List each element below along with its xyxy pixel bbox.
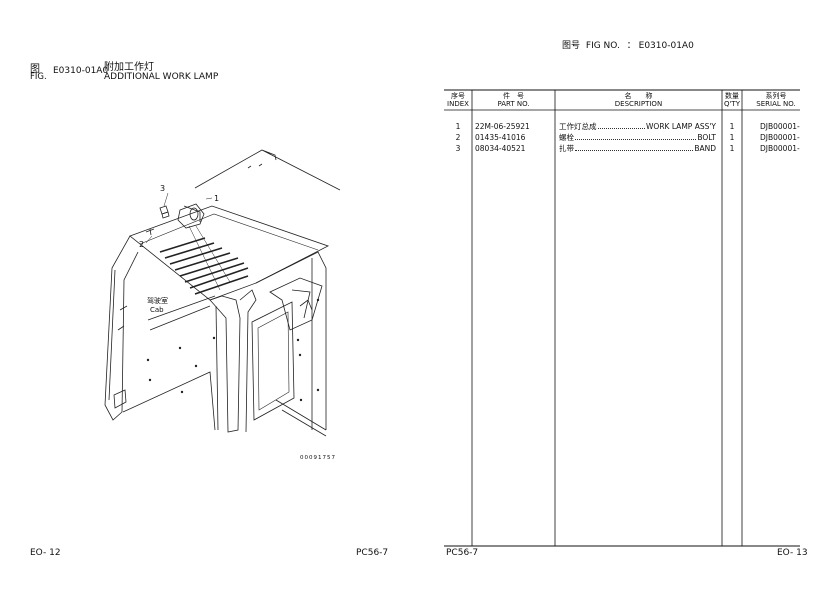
header-part-no-cn: 件 号 bbox=[503, 92, 524, 100]
cab-label-cn: 驾驶室 bbox=[147, 297, 168, 305]
right-model: PC56-7 bbox=[446, 548, 479, 558]
row-description: 工作灯总成 WORK LAMP ASS'Y bbox=[559, 122, 716, 132]
row-part-no: 22M-06-25921 bbox=[475, 122, 530, 131]
fig-label-en: FIG. bbox=[30, 72, 47, 82]
fig-no-en: FIG NO. bbox=[585, 41, 620, 51]
leader-dots bbox=[597, 122, 645, 129]
fig-no-cn: 图号 bbox=[562, 41, 581, 51]
row-qty: 1 bbox=[729, 133, 735, 142]
row-part-no: 01435-41016 bbox=[475, 133, 526, 142]
header-index-cn: 序号 bbox=[451, 92, 465, 100]
row-qty: 1 bbox=[729, 144, 735, 153]
title-cn: 附加工作灯 bbox=[104, 62, 154, 73]
header-description-cn: 名 称 bbox=[624, 92, 653, 100]
fig-no-header: 图号 FIG NO. ： E0310-01A0 bbox=[562, 38, 694, 51]
header-qty-cn: 数量 bbox=[725, 92, 739, 100]
left-model: PC56-7 bbox=[356, 548, 389, 558]
row-qty: 1 bbox=[729, 122, 735, 131]
callout-1: 1 bbox=[214, 194, 220, 203]
header-serial-en: SERIAL NO. bbox=[756, 100, 796, 108]
row-desc-cn: 螺栓 bbox=[559, 133, 574, 142]
row-index: 2 bbox=[455, 133, 461, 142]
row-desc-en: BOLT bbox=[697, 133, 716, 142]
leader-dots bbox=[575, 133, 697, 140]
callout-3: 3 bbox=[160, 184, 166, 193]
fig-no-value: E0310-01A0 bbox=[638, 41, 694, 51]
header-qty: 数量 Q'TY bbox=[722, 92, 742, 108]
fig-code: E0310-01A0 bbox=[53, 66, 109, 76]
row-description: 扎带 BAND bbox=[559, 144, 716, 154]
leader-dots bbox=[575, 144, 694, 151]
table-row: 3 08034-40521 扎带 BAND 1 DJB00001- bbox=[444, 144, 810, 155]
header-index-en: INDEX bbox=[447, 100, 469, 108]
row-serial: DJB00001- bbox=[760, 133, 800, 142]
right-page-number: EO- 13 bbox=[777, 548, 808, 558]
row-desc-en: WORK LAMP ASS'Y bbox=[646, 122, 716, 131]
callout-2: 2 bbox=[139, 240, 145, 249]
title-en: ADDITIONAL WORK LAMP bbox=[104, 72, 219, 82]
header-index: 序号 INDEX bbox=[444, 92, 472, 108]
header-part-no-en: PART NO. bbox=[497, 100, 530, 108]
cab-label-en: Cab bbox=[150, 306, 164, 314]
row-index: 1 bbox=[455, 122, 461, 131]
fig-label-cn: 图 bbox=[30, 64, 40, 75]
row-part-no: 08034-40521 bbox=[475, 144, 526, 153]
header-part-no: 件 号 PART NO. bbox=[472, 92, 555, 108]
row-description: 螺栓 BOLT bbox=[559, 133, 716, 143]
parts-table-body: 1 22M-06-25921 工作灯总成 WORK LAMP ASS'Y 1 D… bbox=[444, 122, 810, 155]
table-row: 1 22M-06-25921 工作灯总成 WORK LAMP ASS'Y 1 D… bbox=[444, 122, 810, 133]
row-desc-en: BAND bbox=[694, 144, 716, 153]
drawing-code: 00091757 bbox=[300, 455, 336, 461]
row-index: 3 bbox=[455, 144, 461, 153]
header-serial: 系列号 SERIAL NO. bbox=[742, 92, 810, 108]
header-description-en: DESCRIPTION bbox=[614, 100, 663, 108]
table-row: 2 01435-41016 螺栓 BOLT 1 DJB00001- bbox=[444, 133, 810, 144]
fig-no-sep: ： bbox=[626, 41, 636, 51]
row-serial: DJB00001- bbox=[760, 122, 800, 131]
left-page-number: EO- 12 bbox=[30, 548, 61, 558]
header-qty-en: Q'TY bbox=[724, 100, 740, 108]
row-desc-cn: 工作灯总成 bbox=[559, 122, 597, 131]
header-description: 名 称 DESCRIPTION bbox=[555, 92, 722, 108]
row-serial: DJB00001- bbox=[760, 144, 800, 153]
header-serial-cn: 系列号 bbox=[765, 92, 787, 100]
row-desc-cn: 扎带 bbox=[559, 144, 574, 153]
